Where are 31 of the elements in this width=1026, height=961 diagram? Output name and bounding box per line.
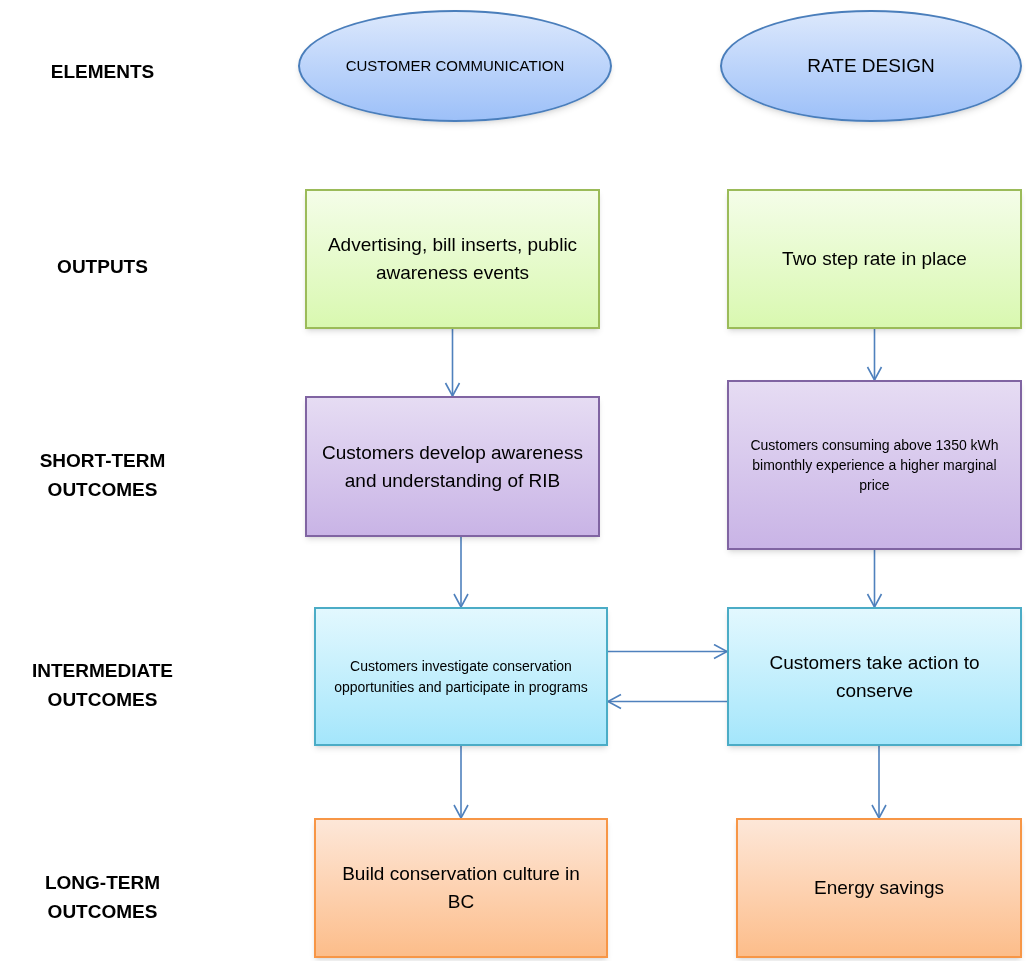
node-text: Build conservation culture in BC bbox=[341, 862, 581, 914]
outcome-box bbox=[314, 607, 608, 746]
arrow bbox=[444, 328, 461, 397]
output-box bbox=[727, 189, 1022, 329]
arrow bbox=[871, 745, 887, 819]
node-text: Customers investigate conservation opportunities and participate in programs bbox=[333, 657, 589, 697]
row-heading: LONG-TERM OUTCOMES bbox=[43, 870, 161, 924]
arrow bbox=[866, 549, 883, 608]
node-text: Customers develop awareness and understanding of RIB bbox=[321, 440, 584, 493]
outcome-box bbox=[736, 818, 1022, 958]
arrow bbox=[607, 693, 728, 710]
outcome-box bbox=[314, 818, 608, 958]
arrow bbox=[866, 328, 883, 381]
node-text: Customers consuming above 1350 kWh bimonthly experience a higher marginal price bbox=[749, 435, 1000, 496]
node-text: Customers take action to conserve bbox=[768, 650, 981, 703]
node-text: Advertising, bill inserts, public awareness events bbox=[326, 233, 579, 285]
arrow bbox=[453, 536, 469, 608]
node-text: RATE DESIGN bbox=[807, 54, 935, 79]
node-text: Energy savings bbox=[814, 876, 944, 901]
outcome-box bbox=[305, 396, 600, 537]
arrow bbox=[453, 745, 469, 819]
outcome-box bbox=[727, 607, 1022, 746]
row-heading: INTERMEDIATE OUTCOMES bbox=[30, 658, 175, 712]
node-text: Two step rate in place bbox=[782, 247, 967, 272]
row-heading: SHORT-TERM OUTCOMES bbox=[38, 448, 167, 502]
node-text: CUSTOMER COMMUNICATION bbox=[345, 56, 565, 77]
output-box bbox=[305, 189, 600, 329]
outcome-box bbox=[727, 380, 1022, 550]
arrow bbox=[607, 643, 728, 660]
row-heading: ELEMENTS bbox=[50, 60, 155, 85]
row-heading: OUTPUTS bbox=[57, 255, 148, 280]
